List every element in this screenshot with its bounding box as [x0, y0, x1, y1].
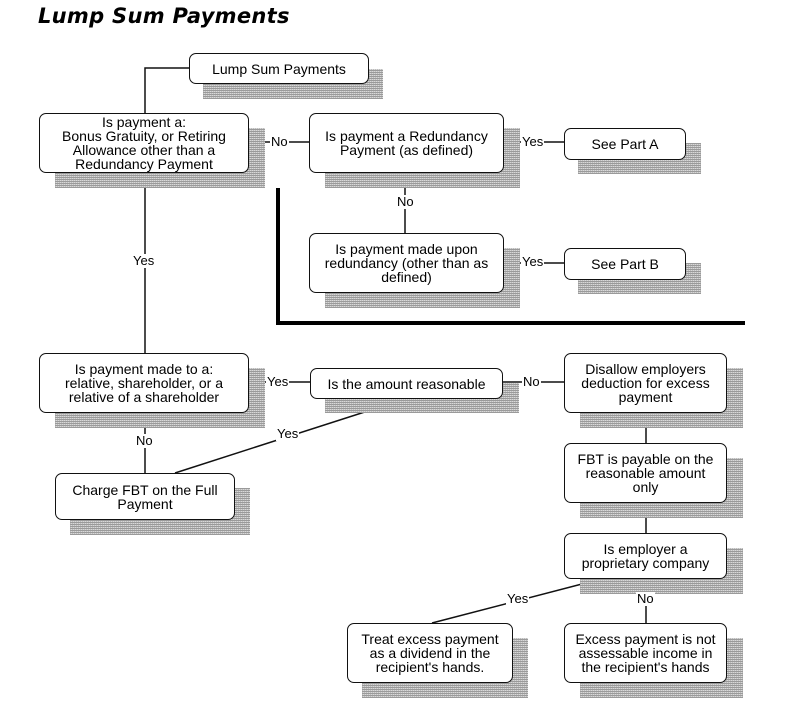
separator-line: [276, 188, 745, 325]
edge-label-no: No: [396, 194, 415, 209]
edge-label-yes: Yes: [521, 134, 545, 149]
edge-label-no: No: [636, 591, 655, 606]
node-bonus-gratuity-question: Is payment a: Bonus Gratuity, or Retirin…: [39, 113, 249, 173]
edge-label-yes: Yes: [521, 254, 545, 269]
node-fbt-reasonable-amount: FBT is payable on the reasonable amount …: [564, 443, 727, 503]
edge-label-no: No: [135, 433, 154, 448]
page-title: Lump Sum Payments: [38, 4, 290, 28]
node-see-part-a: See Part A: [564, 128, 686, 160]
edge-label-yes: Yes: [266, 374, 290, 389]
node-redundancy-question: Is payment a Redundancy Payment (as defi…: [309, 113, 504, 173]
node-amount-reasonable-question: Is the amount reasonable: [310, 368, 503, 399]
edge-label-no: No: [270, 134, 289, 149]
node-see-part-b: See Part B: [564, 248, 686, 280]
edge-label-no: No: [522, 374, 541, 389]
node-treat-as-dividend: Treat excess payment as a dividend in th…: [347, 623, 513, 683]
edge-label-yes: Yes: [506, 591, 530, 606]
edge-label-yes: Yes: [132, 253, 156, 268]
node-not-assessable-income: Excess payment is not assessable income …: [564, 623, 727, 683]
node-disallow-deduction: Disallow employers deduction for excess …: [564, 353, 727, 413]
node-relative-question: Is payment made to a: relative, sharehol…: [39, 353, 249, 413]
edge-label-yes: Yes: [276, 426, 300, 441]
node-lump-sum-payments: Lump Sum Payments: [189, 53, 369, 84]
node-upon-redundancy-question: Is payment made upon redundancy (other t…: [309, 233, 504, 293]
node-charge-fbt-full: Charge FBT on the Full Payment: [55, 473, 235, 520]
edge-start-bonus: [144, 67, 189, 113]
node-proprietary-company-question: Is employer a proprietary company: [564, 533, 727, 579]
